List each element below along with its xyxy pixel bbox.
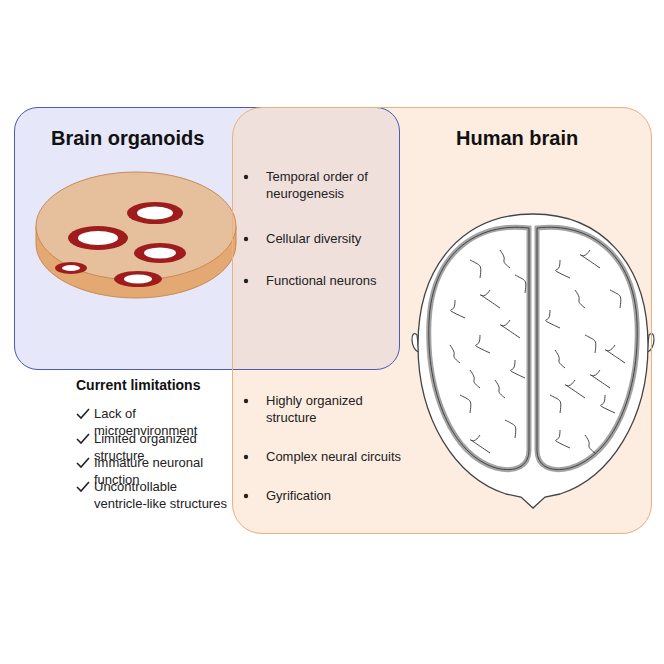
brain-illustration (412, 214, 654, 508)
bullet-dot (244, 175, 248, 179)
region-fill (232, 107, 652, 534)
region-title: Human brain (456, 127, 578, 150)
list-heading: Current limitations (76, 377, 200, 394)
organoid-dish (36, 172, 236, 298)
bullet-dot (244, 455, 248, 459)
feature-item: Temporal order of neurogenesis (266, 168, 394, 202)
check-mark (77, 482, 89, 491)
check-mark (77, 434, 89, 443)
feature-item: Cellular diversity (266, 230, 394, 247)
bullet-dot (244, 237, 248, 241)
region-title: Brain organoids (51, 127, 204, 150)
bullet-dot (244, 279, 248, 283)
check-mark (77, 458, 89, 467)
limitation-item: Uncontrollable ventricle-like structures (94, 478, 228, 512)
feature-item: Gyrification (266, 487, 396, 504)
feature-item: Functional neurons (266, 272, 394, 289)
bullet-dot (244, 399, 248, 403)
bullet-dot (244, 494, 248, 498)
feature-item: Complex neural circuits (266, 448, 426, 465)
check-mark (77, 409, 89, 418)
feature-item: Highly organized structure (266, 392, 396, 426)
